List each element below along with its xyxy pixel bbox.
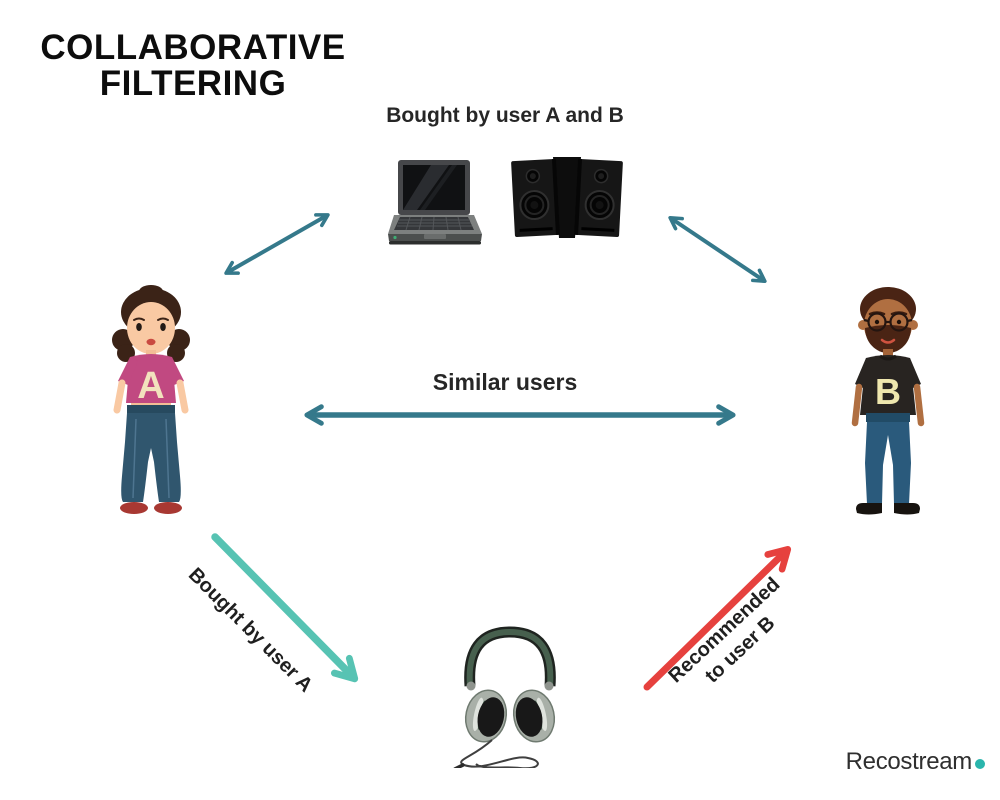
- man-jeans: [865, 413, 911, 504]
- arrow-user-b-products: [668, 215, 767, 284]
- shirt-letter-a: A: [137, 365, 164, 407]
- man-shoe: [856, 503, 882, 515]
- woman-shoe: [154, 502, 182, 514]
- brand-dot-icon: [975, 759, 985, 769]
- man-beard: [865, 325, 911, 353]
- speakers-icon: [511, 157, 623, 238]
- man-shoe: [894, 503, 920, 515]
- label-bought-by-user-a: Bought by user A: [183, 563, 317, 697]
- user-b-avatar: B: [851, 287, 925, 515]
- brand-logo: Recostream: [845, 748, 985, 776]
- user-a-avatar: A: [112, 285, 190, 514]
- label-similar-users: Similar users: [432, 369, 578, 395]
- woman-shirt: A: [118, 354, 184, 407]
- woman-shoe: [120, 502, 148, 514]
- man-glasses: [863, 312, 913, 332]
- speaker-left: [511, 158, 560, 237]
- headphones-cable: [460, 739, 539, 768]
- arrow-user-a-products: [224, 213, 330, 275]
- headphones-icon: [453, 626, 556, 768]
- woman-jeans: [121, 405, 181, 502]
- label-recommended-to-user-b: Recommended to user B: [664, 573, 785, 688]
- shirt-letter-b: B: [875, 371, 901, 412]
- woman-face: [127, 302, 175, 354]
- laptop-icon: [388, 160, 482, 245]
- brand-name: Recostream: [845, 748, 973, 775]
- man-shirt: B: [855, 354, 921, 415]
- speaker-right: [574, 158, 623, 237]
- page-title: COLLABORATIVE FILTERING: [40, 28, 346, 104]
- label-bought-by-a-and-b: Bought by user A and B: [386, 104, 624, 127]
